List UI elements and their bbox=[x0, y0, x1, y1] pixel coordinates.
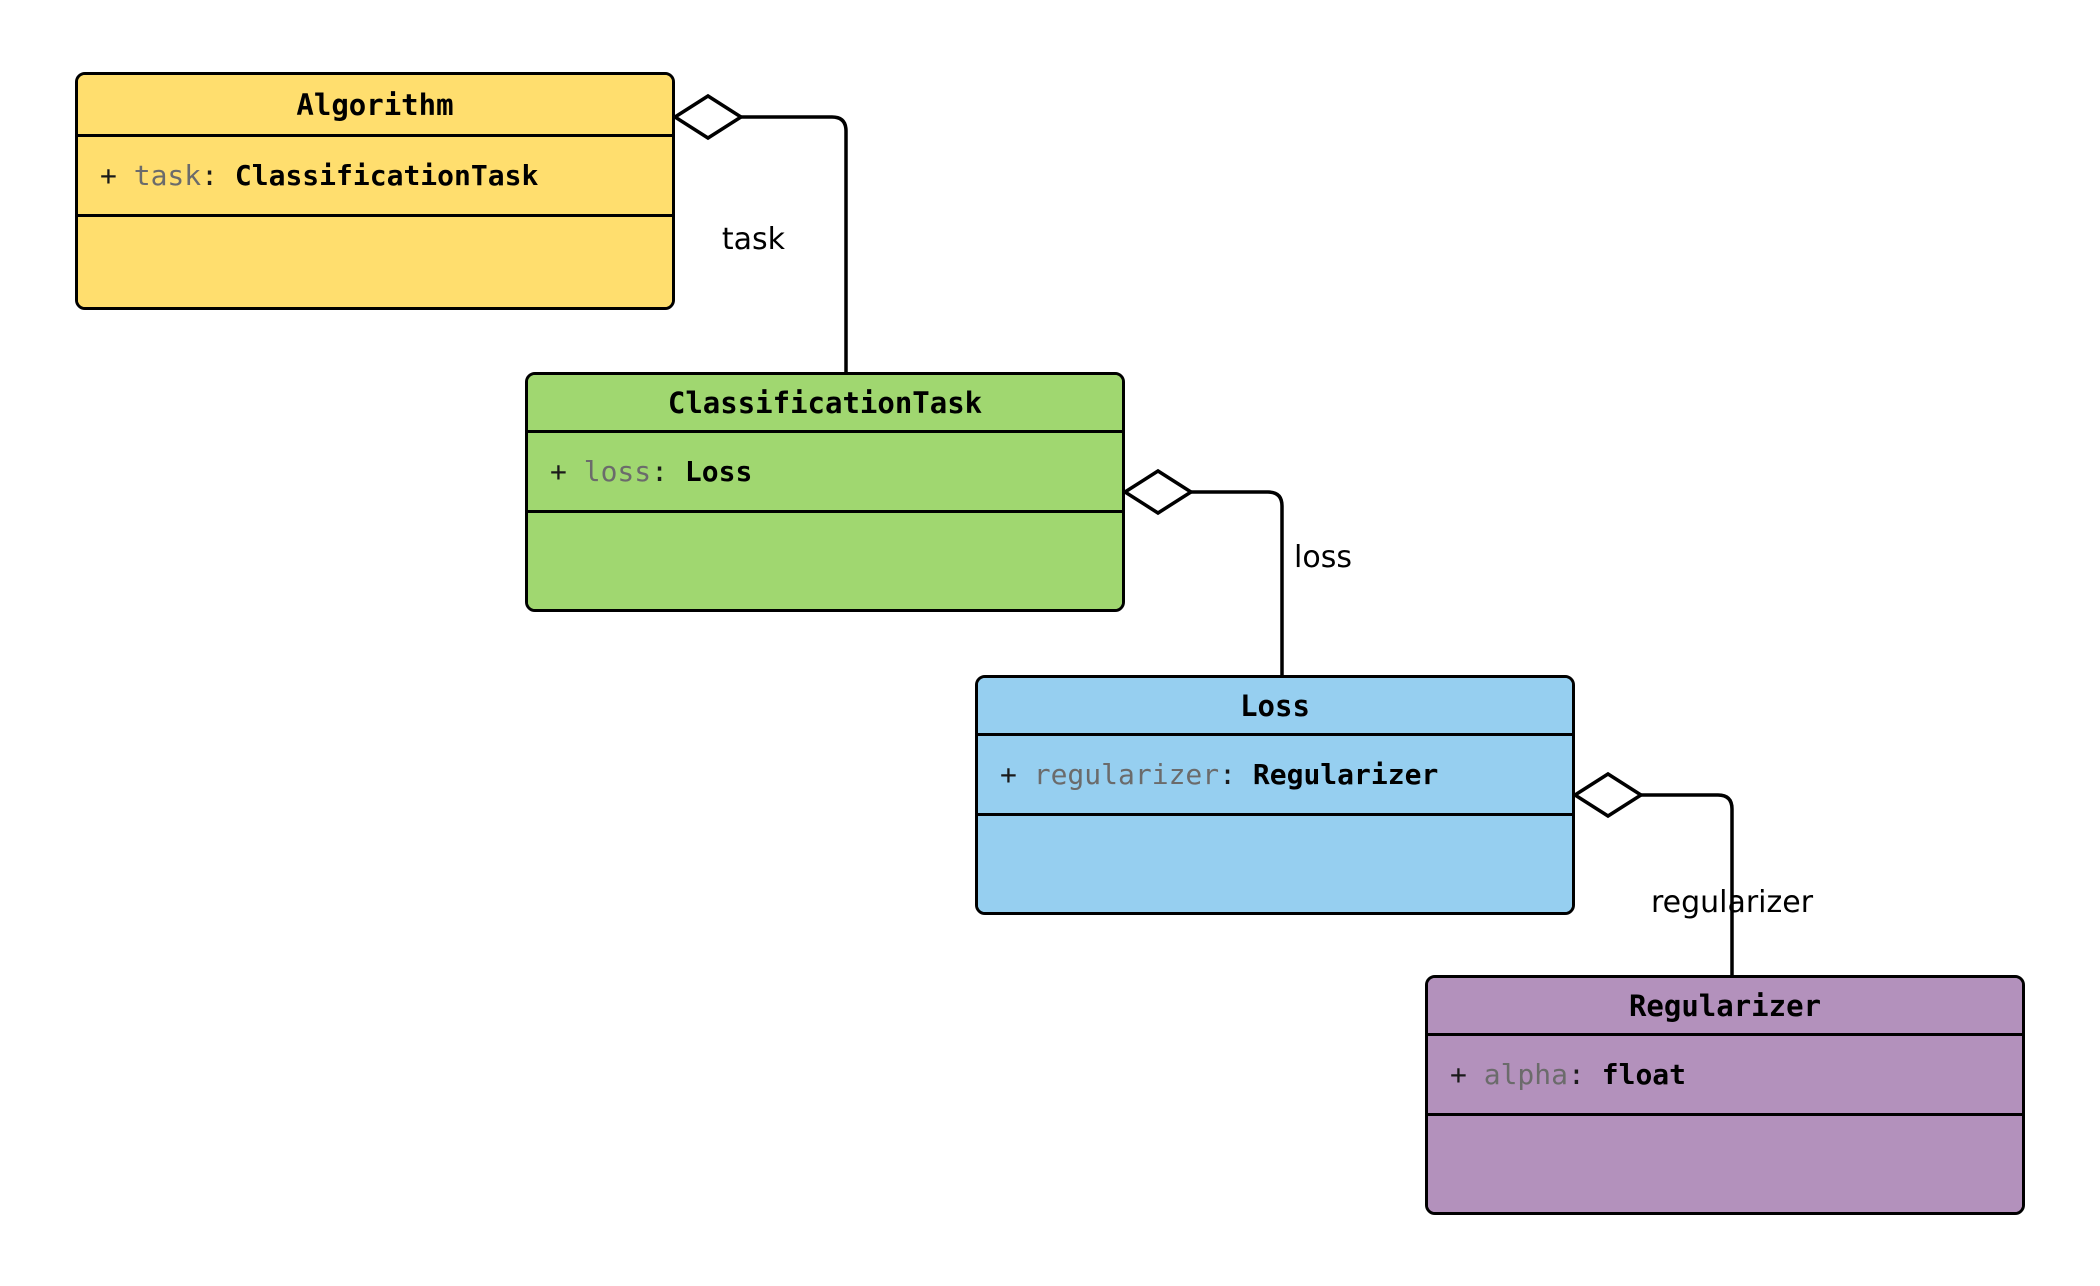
edge-label-task: task bbox=[721, 222, 785, 257]
class-attributes-compartment-loss: + regularizer: Regularizer bbox=[978, 736, 1572, 816]
attribute-visibility: + bbox=[100, 159, 117, 192]
class-attributes-compartment-algorithm: + task: ClassificationTask bbox=[78, 137, 672, 217]
attribute-type: float bbox=[1601, 1058, 1687, 1091]
attribute-visibility: + bbox=[550, 455, 567, 488]
edge-line-regularizer bbox=[1608, 793, 1734, 975]
aggregation-diamond-regularizer bbox=[1571, 771, 1645, 819]
attribute-separator: : bbox=[651, 455, 669, 488]
attribute-name: regularizer bbox=[1033, 758, 1220, 791]
attribute-row-loss-regularizer: + regularizer: Regularizer bbox=[978, 758, 1438, 791]
class-name-algorithm: Algorithm bbox=[296, 87, 454, 122]
attribute-name: alpha bbox=[1483, 1058, 1569, 1091]
attribute-separator: : bbox=[201, 159, 219, 192]
edge-line-task bbox=[708, 115, 848, 372]
attribute-separator: : bbox=[1219, 758, 1237, 791]
attribute-separator: : bbox=[1568, 1058, 1585, 1091]
edge-classificationtask-loss[interactable] bbox=[1121, 468, 1284, 675]
class-methods-compartment-algorithm bbox=[78, 217, 672, 307]
edge-label-regularizer: regularizer bbox=[1650, 885, 1814, 920]
attribute-row-regularizer-alpha: + alpha: float bbox=[1428, 1058, 1686, 1091]
attribute-type: Loss bbox=[684, 455, 753, 488]
class-box-algorithm[interactable]: Algorithm + task: ClassificationTask bbox=[75, 72, 675, 310]
class-name-loss: Loss bbox=[1240, 688, 1310, 723]
attribute-visibility: + bbox=[1450, 1058, 1467, 1091]
class-box-classification-task[interactable]: ClassificationTask + loss: Loss bbox=[525, 372, 1125, 612]
class-name-classification-task: ClassificationTask bbox=[667, 385, 983, 420]
attribute-type: ClassificationTask bbox=[234, 159, 539, 192]
attribute-name: loss bbox=[583, 455, 652, 488]
aggregation-diamond-task bbox=[671, 93, 745, 141]
class-attributes-compartment-regularizer: + alpha: float bbox=[1428, 1036, 2022, 1116]
edge-algorithm-task[interactable] bbox=[671, 93, 848, 372]
class-methods-compartment-regularizer bbox=[1428, 1116, 2022, 1212]
class-attributes-compartment-classification-task: + loss: Loss bbox=[528, 433, 1122, 513]
edge-loss-regularizer[interactable] bbox=[1571, 771, 1734, 975]
edge-line-loss bbox=[1158, 490, 1284, 675]
class-methods-compartment-classification-task bbox=[528, 513, 1122, 609]
class-box-regularizer[interactable]: Regularizer + alpha: float bbox=[1425, 975, 2025, 1215]
class-box-loss[interactable]: Loss + regularizer: Regularizer bbox=[975, 675, 1575, 915]
class-methods-compartment-loss bbox=[978, 816, 1572, 912]
edge-label-loss: loss bbox=[1294, 540, 1352, 575]
class-title-compartment-loss: Loss bbox=[978, 678, 1572, 736]
class-title-compartment-algorithm: Algorithm bbox=[78, 75, 672, 137]
class-title-compartment-regularizer: Regularizer bbox=[1428, 978, 2022, 1036]
aggregation-diamond-loss bbox=[1121, 468, 1195, 516]
attribute-row-algorithm-task: + task: ClassificationTask bbox=[78, 159, 538, 192]
attribute-type: Regularizer bbox=[1252, 758, 1439, 791]
attribute-visibility: + bbox=[1000, 758, 1017, 791]
attribute-row-classificationtask-loss: + loss: Loss bbox=[528, 455, 752, 488]
attribute-name: task bbox=[133, 159, 202, 192]
class-title-compartment-classification-task: ClassificationTask bbox=[528, 375, 1122, 433]
class-name-regularizer: Regularizer bbox=[1628, 988, 1822, 1023]
